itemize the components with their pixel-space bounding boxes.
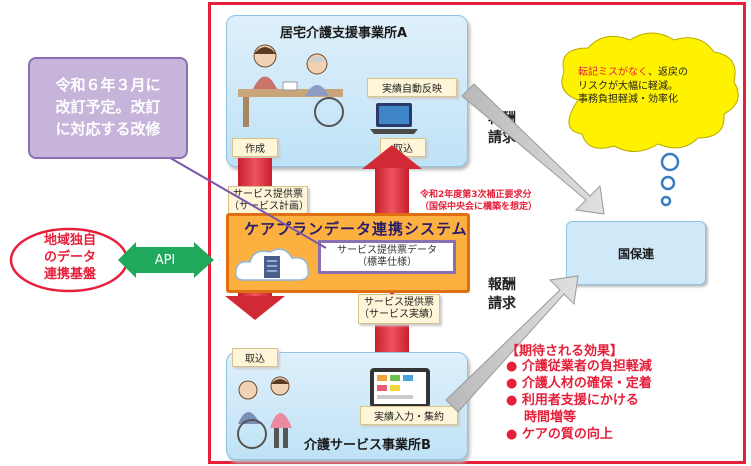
callout-line3: に対応する改修 [55,119,161,138]
billing-arrow-bottom [445,275,579,413]
callout-line2: 改訂予定。改訂 [55,98,161,117]
callout-line1: 令和６年３月に [55,76,161,95]
plan-ticket-label: サービス提供票 （サービス計画） [228,186,309,216]
service-ticket-data-line1: サービス提供票データ [337,244,437,256]
thought-cloud [561,32,739,207]
create-label: 作成 [232,138,278,157]
regional-line2: のデータ [43,249,96,265]
thought-line2: リスクが大幅に軽減。 [578,80,678,92]
regional-line1: 地域独自 [43,233,96,248]
billing-arrow-top [461,83,605,215]
auto-reflect-label: 実績自動反映 [367,78,457,97]
up-arrow-import-head [362,145,422,169]
plan-ticket-line1: サービス提供票 [233,188,303,200]
effect-item: ● 利用者支援にかける [506,392,639,408]
import-b-label: 取込 [232,348,278,367]
billing-bottom-label: 報酬 請求 [488,276,516,314]
effect-item-continued: 時間増等 [524,409,577,425]
office-b-title: 介護サービス事業所B [304,438,431,453]
thought-line1-red: 転記ミスがなく [578,67,648,78]
up-arrow-import [375,168,409,216]
thought-cloud-text: 転記ミスがなく、返戻の リスクが大幅に軽減。 事務負担軽減・効率化 [578,66,730,107]
regional-line3: 連携基盤 [43,266,96,282]
api-arrow-heads [118,242,214,278]
consultation-illustration [238,44,344,127]
subsidy-line2: （国保中央会に構築を想定） [420,202,538,213]
effects-title: 【期待される効果】 [506,344,624,359]
regional-platform-text: 地域独自 のデータ 連携基盤 [40,233,100,284]
billing-bottom-line2: 請求 [488,295,516,312]
down-arrow-plan-head [225,296,285,320]
caregiver-illustration [237,376,292,449]
billing-bottom-line1: 報酬 [488,277,516,293]
thought-line3: 事務負担軽減・効率化 [578,94,678,105]
effect-item: ● 介護従業者の負担軽減 [506,359,652,374]
kokuho-ren-box: 国保連 [566,221,706,285]
effect-item: ● 介護人材の確保・定着 [506,375,652,391]
office-a-title: 居宅介護支援事業所A [280,26,408,41]
input-aggregate-label: 実績入力・集約 [360,406,458,425]
api-label: API [136,247,194,273]
effect-item: ● ケアの質の向上 [506,426,613,442]
result-ticket-line2: （サービス実績） [359,309,439,320]
service-ticket-data-box: サービス提供票データ （標準仕様） [318,240,456,274]
thought-line1-rest: 、返戻の [648,67,688,78]
cloud-server-icon [234,248,310,281]
expected-effects: 【期待される効果】 ● 介護従業者の負担軽減 ● 介護人材の確保・定着 ● 利用… [506,340,744,443]
thought-line1: 転記ミスがなく、返戻の [578,66,730,80]
revision-callout: 令和６年３月に 改訂予定。改訂 に対応する改修 [28,57,188,159]
system-boundary-frame [208,2,746,464]
result-ticket-label: サービス提供票 （サービス実績） [358,294,440,324]
plan-ticket-line2: （サービス計画） [229,201,309,212]
service-ticket-data-line2: （標準仕様） [357,257,417,268]
callout-pointer-line [159,151,327,249]
subsidy-note: 令和2年度第3次補正要求分 （国保中央会に構築を想定） [420,189,537,213]
laptop-icon [370,103,418,134]
subsidy-line1: 令和2年度第3次補正要求分 [420,190,532,200]
result-ticket-line1: サービス提供票 [364,296,434,308]
tablet-icon [370,368,430,408]
